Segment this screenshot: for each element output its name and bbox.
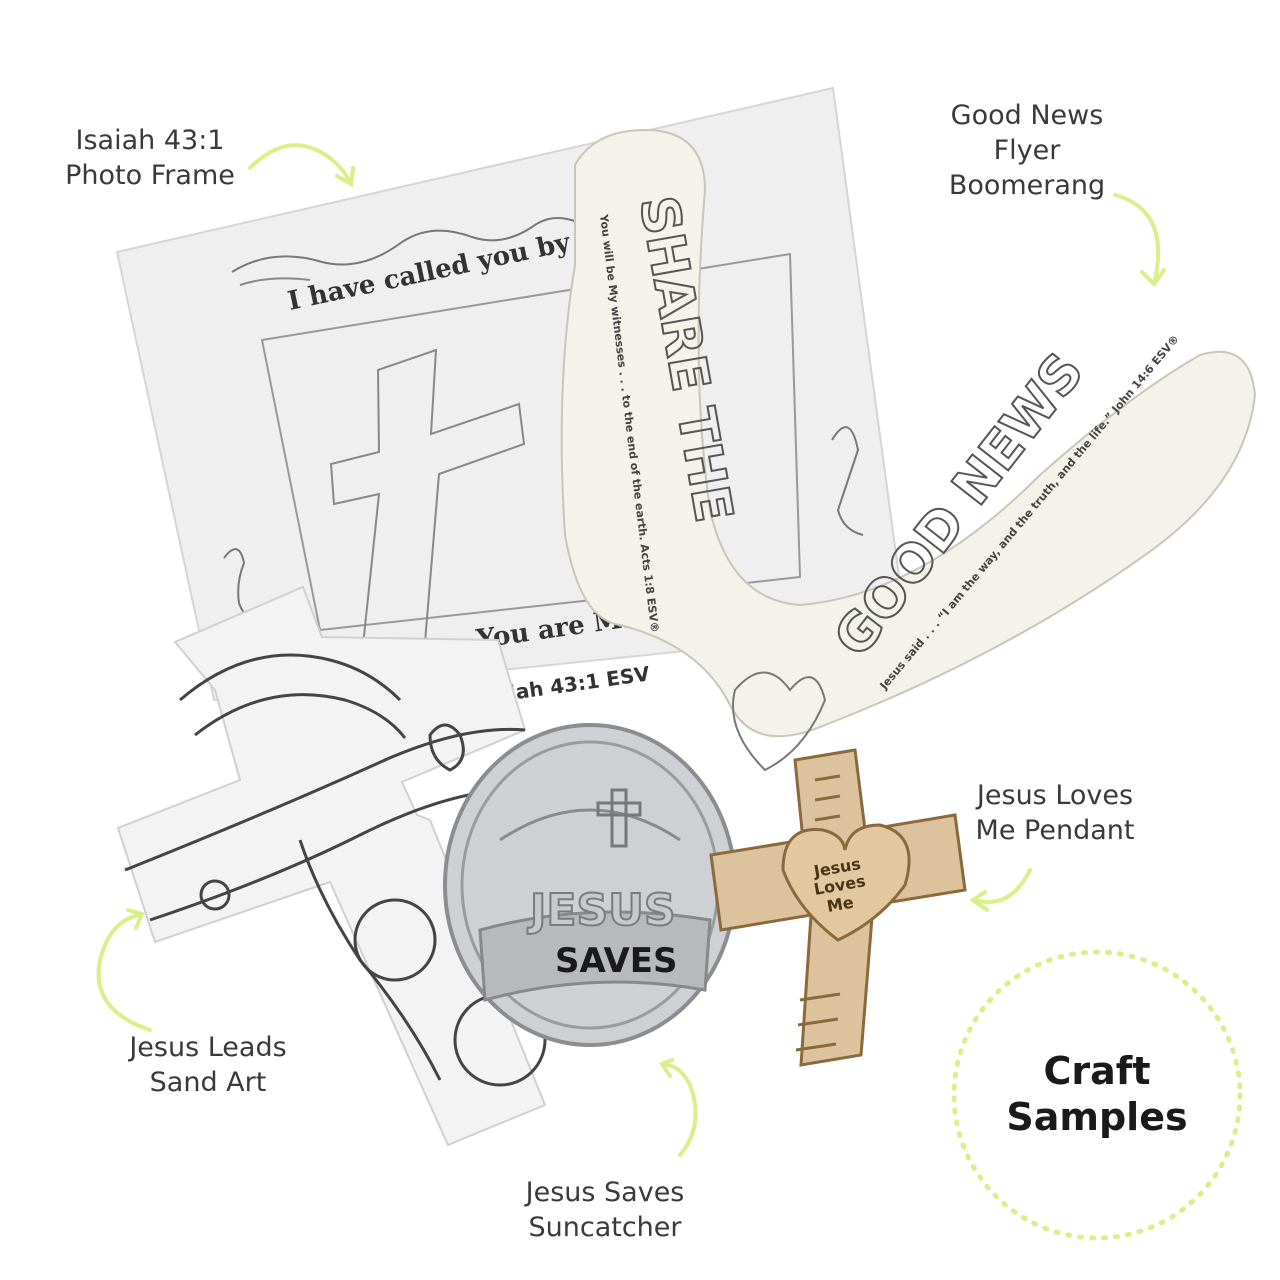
badge-circle bbox=[951, 949, 1243, 1241]
suncatcher-craft: JESUS SAVES bbox=[443, 723, 737, 1047]
label-suncatcher: Jesus Saves Suncatcher bbox=[525, 1177, 685, 1243]
arrow-pendant bbox=[973, 868, 1032, 904]
suncatcher-line1: JESUS bbox=[527, 885, 676, 936]
arrow-photo-frame bbox=[248, 143, 352, 185]
label-photo-frame: Isaiah 43:1 Photo Frame bbox=[65, 125, 235, 191]
pendant-line3: Me bbox=[825, 893, 855, 916]
arrows bbox=[96, 143, 1166, 1157]
pendant-craft: Jesus Loves Me bbox=[709, 748, 967, 1067]
arrow-sand-art bbox=[96, 913, 152, 1032]
suncatcher-line2: SAVES bbox=[555, 941, 678, 981]
badge-title: Craft Samples bbox=[1006, 1049, 1188, 1139]
label-sand-art: Jesus Leads Sand Art bbox=[129, 1032, 287, 1098]
label-pendant: Jesus Loves Me Pendant bbox=[975, 780, 1135, 846]
arrow-boomerang bbox=[1113, 193, 1161, 282]
label-boomerang: Good News Flyer Boomerang bbox=[948, 100, 1106, 201]
arrow-suncatcher bbox=[663, 1063, 698, 1157]
boomerang-craft: SHARE THE GOOD NEWS You will be My witne… bbox=[560, 128, 1257, 772]
